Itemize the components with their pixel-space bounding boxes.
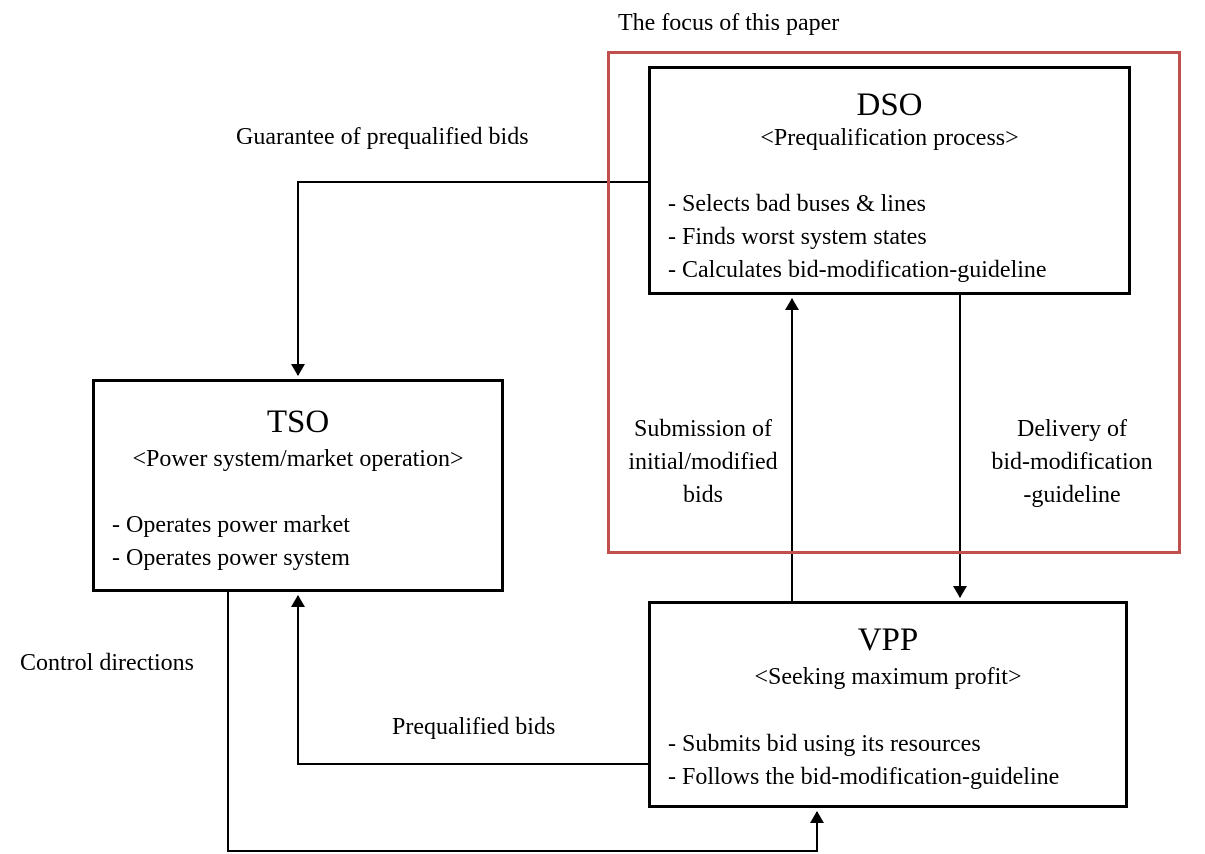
tso-box: TSO <Power system/market operation> - Op…: [92, 379, 504, 592]
dso-bullet: - Calculates bid-modification-guideline: [668, 257, 1047, 283]
delivery-label: Delivery of bid-modification -guideline: [972, 413, 1172, 512]
delivery-label-line: bid-modification: [991, 449, 1153, 475]
vpp-subtitle: <Seeking maximum profit>: [754, 664, 1022, 690]
vpp-bullets: - Submits bid using its resources - Foll…: [668, 728, 1059, 794]
delivery-label-line: -guideline: [1023, 482, 1121, 508]
dso-title: DSO: [856, 87, 923, 123]
tso-subtitle: <Power system/market operation>: [132, 446, 464, 472]
delivery-label-line: Delivery of: [1017, 416, 1127, 442]
dso-box: DSO <Prequalification process> - Selects…: [648, 66, 1131, 295]
control-arrow: [227, 592, 824, 852]
vpp-bullet: - Submits bid using its resources: [668, 731, 981, 757]
submission-label-line: Submission of: [633, 416, 773, 442]
tso-bullet: - Operates power market: [112, 512, 350, 538]
dso-subtitle: <Prequalification process>: [760, 125, 1019, 151]
guarantee-arrow: [291, 181, 648, 376]
prequalified-arrow: [291, 595, 648, 765]
tso-bullet: - Operates power system: [112, 545, 350, 571]
focus-frame: [607, 51, 1181, 554]
vpp-bullet: - Follows the bid-modification-guideline: [668, 764, 1060, 790]
guarantee-label: Guarantee of prequalified bids: [236, 124, 529, 150]
dso-bullet: - Selects bad buses & lines: [668, 191, 926, 217]
tso-title: TSO: [266, 404, 330, 440]
control-directions-label: Control directions: [20, 650, 194, 676]
prequalified-bids-label: Prequalified bids: [392, 714, 556, 740]
dso-bullet: - Finds worst system states: [668, 224, 927, 250]
submission-label-line: initial/modified: [628, 449, 778, 475]
tso-bullets: - Operates power market - Operates power…: [112, 509, 350, 575]
vpp-title: VPP: [857, 622, 919, 658]
vpp-box: VPP <Seeking maximum profit> - Submits b…: [648, 601, 1128, 808]
dso-bullets: - Selects bad buses & lines - Finds wors…: [668, 188, 1047, 287]
focus-label: The focus of this paper: [618, 10, 840, 36]
submission-label: Submission of initial/modified bids: [613, 413, 793, 512]
submission-label-line: bids: [682, 482, 723, 508]
